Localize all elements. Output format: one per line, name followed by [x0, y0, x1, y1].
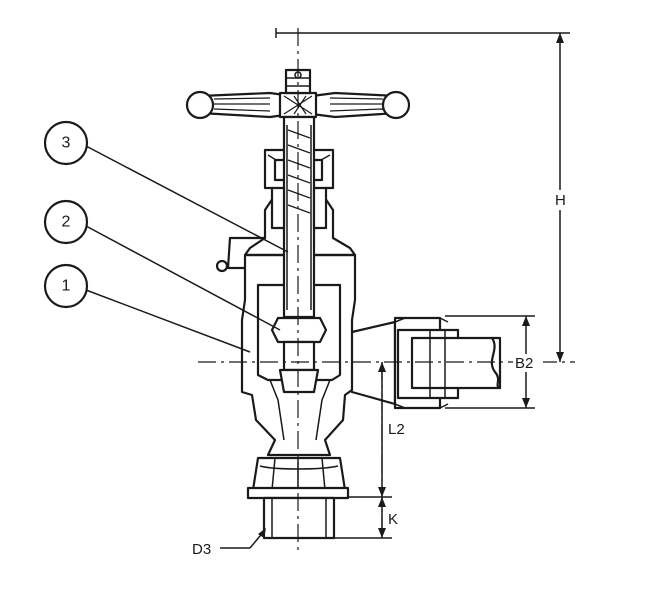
callout-1: 1 — [43, 263, 251, 353]
dimension-k: K — [334, 497, 398, 539]
callout-3: 3 — [43, 120, 289, 253]
valve-stem — [270, 115, 328, 319]
dimension-l2: L2 — [348, 362, 405, 498]
dimension-d3-label: D3 — [192, 541, 211, 558]
valve-disc — [270, 316, 328, 394]
handwheel — [185, 68, 411, 120]
dimension-b2: B2 — [445, 315, 543, 409]
dimension-h-label: H — [555, 192, 566, 209]
dimension-b2-label: B2 — [515, 355, 533, 372]
callout-2-label: 2 — [62, 214, 71, 231]
side-outlet — [350, 316, 502, 410]
callout-2: 2 — [43, 199, 281, 331]
callout-1-label: 1 — [62, 278, 71, 295]
dimension-h: H — [275, 28, 570, 362]
valve-body — [240, 253, 357, 457]
dimension-d3: D3 — [192, 528, 266, 558]
dimension-k-label: K — [388, 511, 398, 528]
callout-3-label: 3 — [62, 135, 71, 152]
dimension-l2-label: L2 — [388, 421, 405, 438]
